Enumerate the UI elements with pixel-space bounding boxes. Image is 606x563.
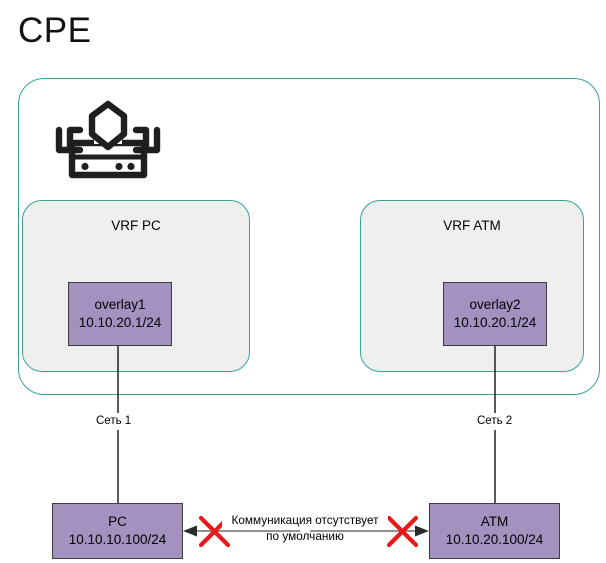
interface-address-overlay2: 10.10.20.1/24 (453, 315, 537, 330)
network-label-2: Сеть 2 (474, 413, 516, 430)
endpoint-name-pc: PC (108, 514, 127, 529)
router-shield-icon (48, 98, 168, 182)
endpoint-name-atm: ATM (480, 514, 509, 529)
vrf-title-atm: VRF ATM (443, 218, 501, 233)
arrowhead-to-atm (415, 525, 429, 537)
interface-name-overlay1: overlay1 (94, 297, 146, 312)
arrowhead-to-pc (183, 525, 197, 537)
blocked-link-caption-line2: по умолчанию (266, 529, 344, 543)
interface-name-overlay2: overlay2 (469, 297, 521, 312)
page-title: CPE (18, 11, 92, 50)
interface-node-overlay1: overlay1 10.10.20.1/24 (68, 282, 172, 346)
endpoint-address-pc: 10.10.10.100/24 (68, 532, 167, 547)
red-cross-icon-right (386, 515, 419, 548)
endpoint-node-atm: ATM 10.10.20.100/24 (429, 503, 560, 559)
vrf-title-pc: VRF PC (111, 218, 161, 233)
blocked-link-caption: Коммуникация отсутствует по умолчанию (222, 512, 388, 544)
endpoint-node-pc: PC 10.10.10.100/24 (52, 503, 183, 559)
interface-node-overlay2: overlay2 10.10.20.1/24 (443, 282, 547, 346)
network-label-1: Сеть 1 (93, 413, 135, 430)
blocked-link-caption-line1: Коммуникация отсутствует (222, 512, 388, 528)
endpoint-address-atm: 10.10.20.100/24 (445, 532, 544, 547)
interface-address-overlay1: 10.10.20.1/24 (78, 315, 162, 330)
